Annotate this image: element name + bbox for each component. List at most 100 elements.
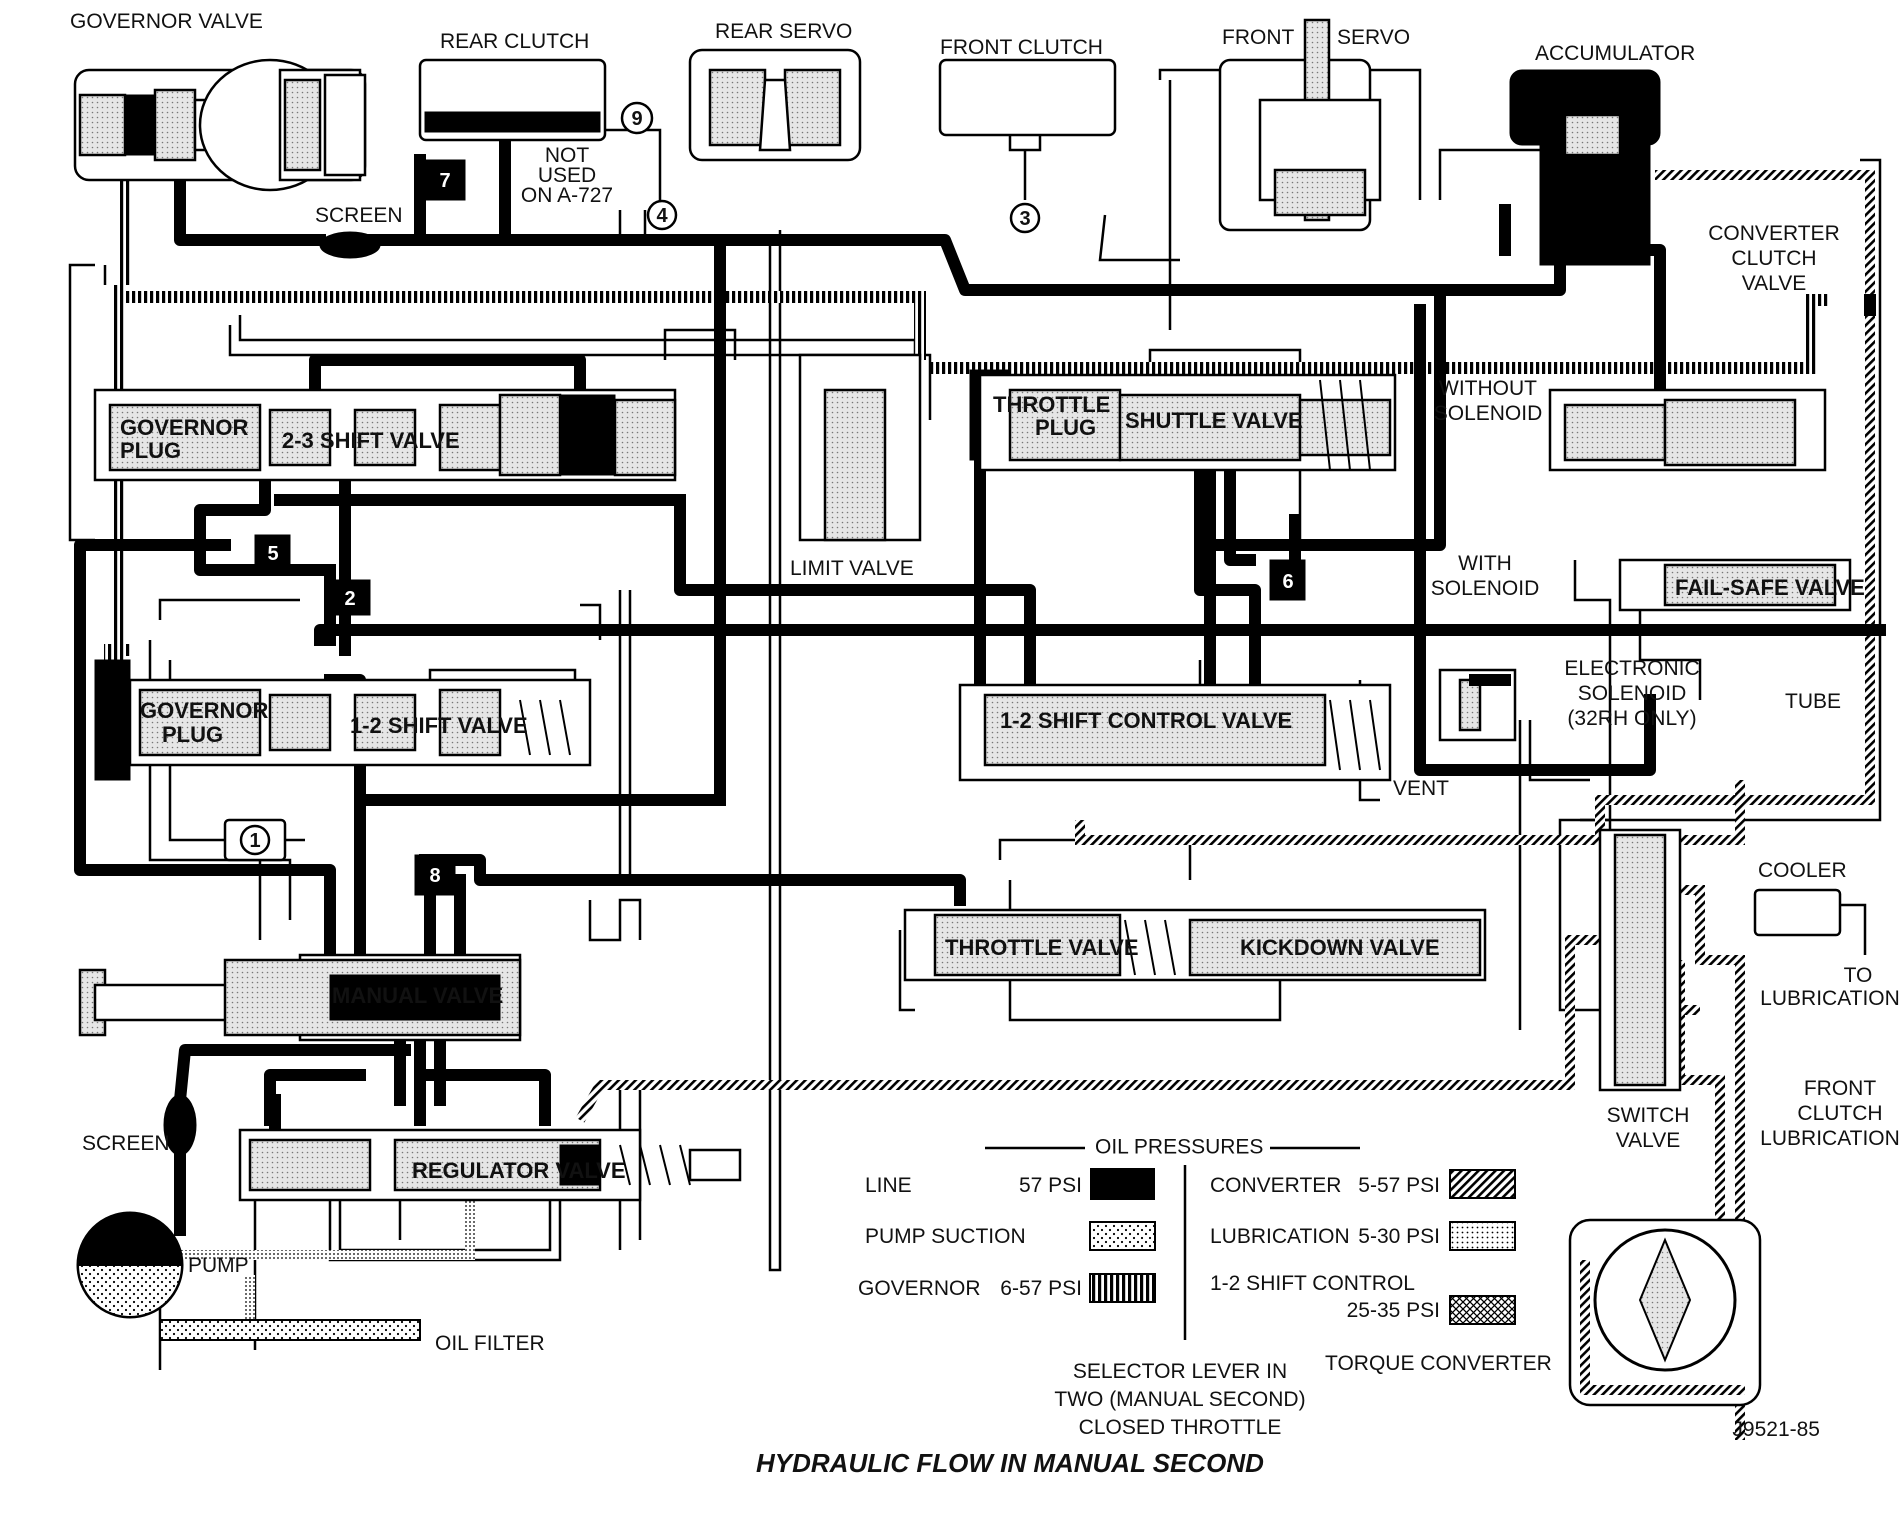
legend-converter-name: CONVERTER — [1210, 1174, 1341, 1197]
label-without-solenoid-2: SOLENOID — [1434, 402, 1543, 425]
label-without-solenoid-1: WITHOUT — [1439, 377, 1537, 400]
circuit-7-box — [424, 159, 466, 201]
governor-valve-assembly — [73, 58, 367, 192]
circuit-number-5: 5 — [267, 543, 278, 565]
diagram-caption: HYDRAULIC FLOW IN MANUAL SECOND — [756, 1448, 1264, 1478]
circuit-number-1: 1 — [249, 830, 260, 852]
figure-id: J9521-85 — [1732, 1418, 1820, 1441]
label-to-lubrication-1: TO — [1844, 964, 1873, 987]
circuit-5-box — [254, 534, 291, 571]
label-front-servo-b: SERVO — [1337, 26, 1410, 49]
torque-converter — [1568, 1218, 1762, 1407]
circuit-number-9: 9 — [631, 108, 642, 130]
circuit-number-3: 3 — [1019, 208, 1030, 230]
label-screen-top: SCREEN — [315, 204, 403, 227]
label-screen-bottom: SCREEN — [82, 1132, 170, 1155]
shift-valve-23-assembly — [93, 388, 677, 482]
label-converter-clutch-valve-1: CONVERTER — [1708, 222, 1839, 245]
legend-governor-swatch — [1089, 1273, 1156, 1303]
label-shuttle-valve: SHUTTLE VALVE — [1125, 408, 1303, 433]
label-throttle-plug-1: THROTTLE — [993, 392, 1110, 417]
label-rear-servo: REAR SERVO — [715, 20, 852, 43]
label-not-used-2: USED — [538, 164, 596, 187]
label-manual-valve: MANUAL VALVE — [332, 983, 503, 1008]
label-converter-clutch-valve-3: VALVE — [1742, 272, 1807, 295]
oil-pressure-legend: OIL PRESSURES LINE 57 PSI PUMP SUCTION G… — [858, 1136, 1516, 1340]
selector-note-line-3: CLOSED THROTTLE — [1079, 1416, 1282, 1439]
component-labels: GOVERNOR VALVE REAR CLUTCH REAR SERVO FR… — [70, 10, 1900, 1375]
label-front-clutch-lube-1: FRONT — [1804, 1077, 1876, 1100]
label-cooler: COOLER — [1758, 859, 1847, 882]
selector-note-line-1: SELECTOR LEVER IN — [1073, 1360, 1287, 1383]
legend-pump-suction-swatch — [1089, 1221, 1156, 1251]
label-front-clutch-lube-3: LUBRICATION — [1760, 1127, 1900, 1150]
label-not-used-3: ON A-727 — [521, 184, 613, 207]
cooler — [1753, 888, 1867, 955]
pump — [76, 1211, 184, 1319]
selector-note: SELECTOR LEVER IN TWO (MANUAL SECOND) CL… — [1054, 1360, 1305, 1439]
circuit-number-8: 8 — [429, 865, 440, 887]
front-servo — [1218, 18, 1382, 232]
label-regulator-valve: REGULATOR VALVE — [412, 1158, 626, 1183]
label-converter-clutch-valve-2: CLUTCH — [1731, 247, 1816, 270]
label-accumulator: ACCUMULATOR — [1535, 42, 1695, 65]
manual-valve — [78, 953, 522, 1042]
throttle-kickdown-assembly — [903, 908, 1487, 982]
label-not-used-1: NOT — [545, 144, 590, 167]
shift-control-valve-12 — [958, 683, 1392, 782]
limit-valve — [798, 353, 922, 542]
legend-line-value: 57 PSI — [1019, 1174, 1082, 1197]
label-fail-safe-valve: FAIL-SAFE VALVE — [1675, 575, 1865, 600]
rear-servo — [688, 48, 862, 162]
circled-numbers: 9 4 3 1 — [239, 101, 1041, 856]
label-shift-valve-12: 1-2 SHIFT VALVE — [350, 713, 528, 738]
label-with-solenoid-1: WITH — [1458, 552, 1512, 575]
label-switch-valve-2: VALVE — [1616, 1129, 1681, 1152]
electronic-solenoid — [1438, 668, 1517, 742]
label-limit-valve: LIMIT VALVE — [790, 557, 914, 580]
regulator-valve — [238, 1128, 742, 1202]
circuit-number-7: 7 — [439, 170, 450, 192]
fail-safe-valve — [1618, 558, 1852, 612]
legend-lubrication-swatch — [1449, 1221, 1516, 1251]
oil-filter — [159, 1319, 421, 1341]
circuit-number-2: 2 — [344, 588, 355, 610]
legend-shift-control-name: 1-2 SHIFT CONTROL — [1210, 1272, 1415, 1295]
label-oil-filter: OIL FILTER — [435, 1332, 545, 1355]
screen-bottom-filter — [163, 1094, 197, 1156]
circuit-6-box — [1269, 559, 1306, 601]
label-to-lubrication-2: LUBRICATION — [1760, 987, 1900, 1010]
legend-line-name: LINE — [865, 1174, 912, 1197]
legend-converter-swatch — [1449, 1169, 1516, 1199]
switch-valve — [1598, 828, 1682, 1092]
label-throttle-valve: THROTTLE VALVE — [945, 935, 1139, 960]
label-kickdown-valve: KICKDOWN VALVE — [1240, 935, 1440, 960]
circuit-4-circle — [646, 199, 678, 231]
shift-valve-12-assembly — [94, 659, 592, 781]
label-front-clutch: FRONT CLUTCH — [940, 36, 1103, 59]
shuttle-valve-assembly — [969, 369, 1397, 472]
label-front-servo-a: FRONT — [1222, 26, 1294, 49]
circuit-number-4: 4 — [656, 205, 668, 227]
screen-top-filter — [319, 231, 381, 259]
label-torque-converter: TORQUE CONVERTER — [1325, 1352, 1552, 1375]
legend-shift-control-swatch — [1449, 1295, 1516, 1325]
circuit-9-circle — [620, 101, 654, 135]
circuit-8-box — [414, 854, 456, 896]
label-electronic-solenoid-3: (32RH ONLY) — [1567, 707, 1696, 730]
label-electronic-solenoid-2: SOLENOID — [1578, 682, 1687, 705]
label-pump: PUMP — [188, 1254, 249, 1277]
legend-converter-value: 5-57 PSI — [1358, 1174, 1440, 1197]
label-with-solenoid-2: SOLENOID — [1431, 577, 1540, 600]
label-governor-plug-upper-1: GOVERNOR — [120, 415, 248, 440]
front-clutch — [938, 58, 1117, 200]
label-governor-plug-lower-2: PLUG — [162, 722, 223, 747]
legend-line-swatch — [1090, 1168, 1155, 1200]
label-shift-valve-23: 2-3 SHIFT VALVE — [282, 428, 460, 453]
legend-shift-control-value: 25-35 PSI — [1347, 1299, 1440, 1322]
circuit-3-circle — [1009, 202, 1041, 234]
label-governor-plug-upper-2: PLUG — [120, 438, 181, 463]
label-electronic-solenoid-1: ELECTRONIC — [1564, 657, 1699, 680]
legend-pump-suction-name: PUMP SUCTION — [865, 1225, 1026, 1248]
